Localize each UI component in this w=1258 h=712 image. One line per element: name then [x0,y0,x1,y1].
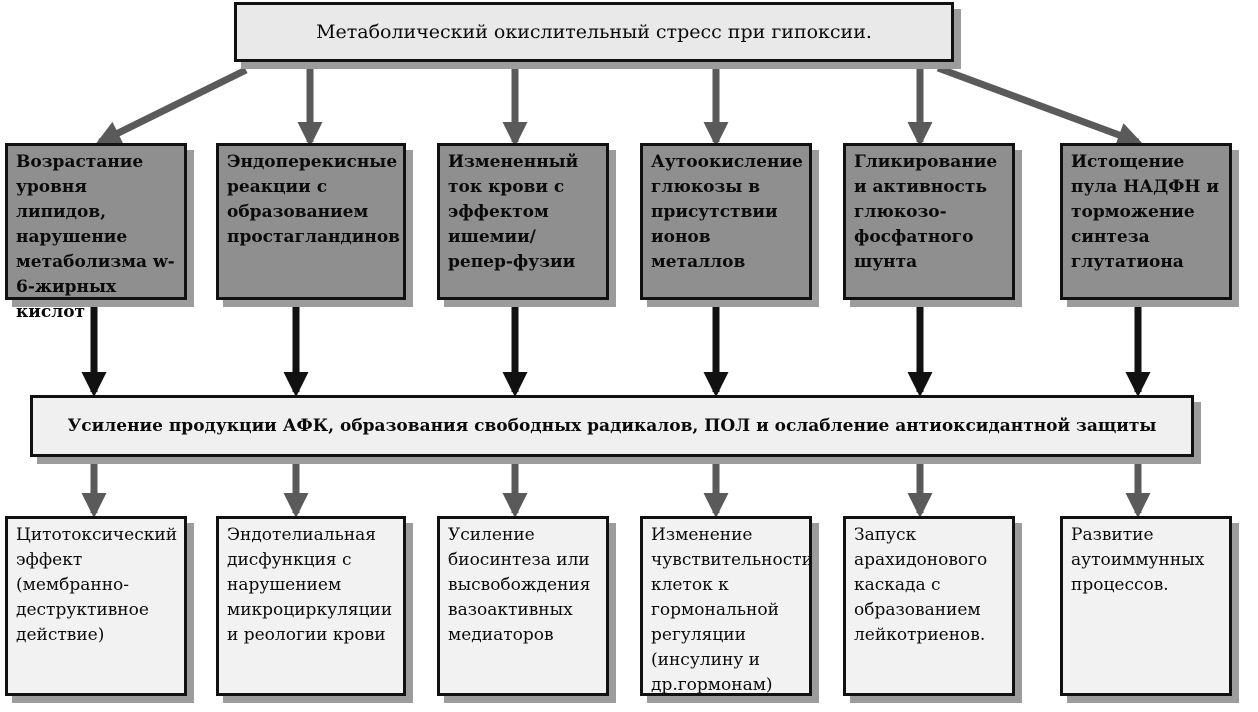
cause-box-glucose-autooxidation: Аутоокисление глюкозы в присутствии ионо… [640,143,812,300]
effect-box-cytotoxic: Цитотоксический эффект (мембранно-дестру… [5,516,187,696]
top-box-oxidative-stress: Метаболический окислительный стресс при … [234,2,954,62]
cause-label: Эндоперекисные реакции с образованием пр… [227,152,400,247]
cause-label: Измененный ток крови с эффектом ишемии/р… [448,152,579,272]
effect-box-arachidonic: Запуск арахидонового каскада с образован… [843,516,1015,696]
effect-label: Развитие аутоиммунных процессов. [1071,525,1205,595]
effect-box-hormonal: Изменение чувствительности клеток к горм… [640,516,813,696]
middle-box-label: Усиление продукции АФК, образования своб… [67,415,1157,436]
effect-box-endothelial: Эндотелиальная дисфункция с нарушением м… [216,516,406,696]
middle-box-ros-production: Усиление продукции АФК, образования своб… [30,395,1194,457]
cause-label: Истощение пула НАДФН и торможение синтез… [1071,152,1219,272]
cause-label: Аутоокисление глюкозы в присутствии ионо… [651,152,803,272]
arrow-top-to-cause-1 [95,66,248,146]
effect-label: Усиление биосинтеза или высвобождения ва… [448,525,591,645]
cause-label: Возрастание уровня липидов, нарушение ме… [16,152,175,322]
cause-box-lipids: Возрастание уровня липидов, нарушение ме… [5,143,187,322]
effect-box-vasoactive: Усиление биосинтеза или высвобождения ва… [437,516,609,696]
effect-label: Изменение чувствительности клеток к горм… [651,525,813,695]
effect-label: Эндотелиальная дисфункция с нарушением м… [227,525,393,645]
cause-box-nadph: Истощение пула НАДФН и торможение синтез… [1060,143,1232,300]
cause-box-blood-flow: Измененный ток крови с эффектом ишемии/р… [437,143,609,300]
cause-box-endoperoxide: Эндоперекисные реакции с образованием пр… [216,143,406,300]
arrow-top-to-cause-6 [936,64,1143,147]
cause-box-glycation: Гликирование и активность глюкозо-фосфат… [843,143,1015,300]
effect-label: Запуск арахидонового каскада с образован… [854,525,988,645]
cause-label: Гликирование и активность глюкозо-фосфат… [854,152,998,272]
effect-label: Цитотоксический эффект (мембранно-дестру… [16,525,178,645]
top-box-label: Метаболический окислительный стресс при … [316,20,872,43]
effect-box-autoimmune: Развитие аутоиммунных процессов. [1060,516,1232,696]
